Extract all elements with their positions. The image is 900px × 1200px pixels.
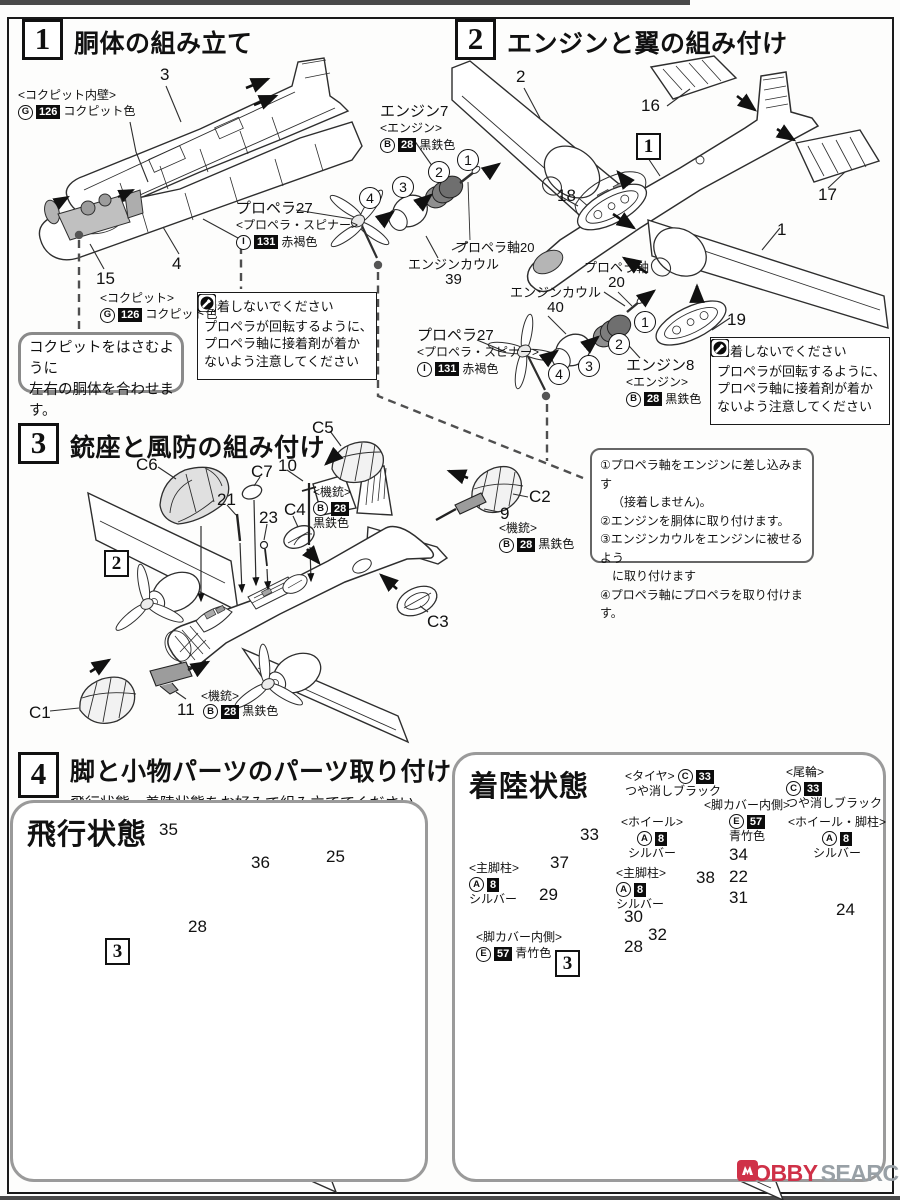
- part-label: 32: [648, 925, 667, 944]
- part-label: 31: [729, 888, 748, 907]
- part-label: 28: [624, 937, 643, 956]
- landing-state-box: 着陸状態: [452, 752, 886, 1182]
- hobby-search-icon: [737, 1160, 758, 1181]
- section-3-header: 3 銃座と風防の組み付け: [18, 423, 325, 464]
- part-label: C5: [312, 418, 334, 437]
- cockpit-note: コクピットをはさむように 左右の胴体を合わせます。: [18, 332, 184, 419]
- step-number-circle: 2: [608, 333, 630, 355]
- part-label: 29: [539, 885, 558, 904]
- part-label: 11: [177, 700, 195, 719]
- part-label: C4: [284, 500, 306, 519]
- hobby-search-logo: HOBBYSEARCH: [737, 1160, 900, 1186]
- prop-note-icon: [711, 339, 729, 357]
- step-number-circle: 4: [359, 187, 381, 209]
- assembly-ref-box: 2: [104, 550, 129, 577]
- part-label: 18: [557, 186, 576, 205]
- part-label: C3: [427, 612, 449, 631]
- step-number-circle: 3: [392, 176, 414, 198]
- section-4-number: 4: [18, 752, 59, 798]
- assembly-ref-box: 1: [636, 133, 661, 160]
- part-label: 23: [259, 508, 278, 527]
- part-label: 36: [251, 853, 270, 872]
- prop-note-text: プロペラが回転するように、 プロペラ軸に接着剤が着か ないよう注意してください: [204, 318, 373, 369]
- part-label: 10: [278, 456, 297, 475]
- part-label: 34: [729, 845, 748, 864]
- landing-state-title: 着陸状態: [469, 771, 590, 803]
- part-label: 16: [641, 96, 660, 115]
- part-label: 28: [188, 917, 207, 936]
- no-glue-text: 接着しないでください: [204, 299, 334, 314]
- part-label: 37: [550, 853, 569, 872]
- part-label: 19: [727, 310, 746, 329]
- step-number-circle: 2: [428, 161, 450, 183]
- step-number-circle: 3: [578, 355, 600, 377]
- flight-state-box: 飛行状態: [10, 800, 428, 1182]
- assembly-ref-box: 3: [105, 938, 130, 965]
- part-label: 21: [217, 490, 236, 509]
- flight-state-title: 飛行状態: [27, 819, 148, 851]
- section-2-header: 2 エンジンと翼の組み付け: [455, 19, 788, 60]
- section-1-title: 胴体の組み立て: [74, 30, 253, 58]
- part-label: 22: [729, 867, 748, 886]
- part-label: 4: [172, 254, 182, 273]
- part-label: C6: [136, 455, 158, 474]
- step-number-circle: 4: [548, 363, 570, 385]
- part-label: 24: [836, 900, 855, 919]
- section-1-number: 1: [22, 19, 63, 60]
- part-label: 33: [580, 825, 599, 844]
- assembly-ref-box: 3: [555, 950, 580, 977]
- section-2-number: 2: [455, 19, 496, 60]
- part-label: C1: [29, 703, 51, 722]
- section-4-title: 脚と小物パーツのパーツ取り付け: [70, 758, 452, 786]
- part-label: 35: [159, 820, 178, 839]
- part-label: 2: [516, 67, 526, 86]
- part-label: プロペラ軸20: [455, 240, 535, 255]
- part-label: 1: [777, 220, 787, 239]
- sheet-border: [7, 17, 894, 1194]
- section-3-title: 銃座と風防の組み付け: [70, 434, 326, 462]
- part-label: 15: [96, 269, 115, 288]
- part-label: 9: [500, 504, 510, 523]
- step-number-circle: 1: [634, 311, 656, 333]
- assembly-steps-box: ①プロペラ軸をエンジンに差し込みます （接着しません)。 ②エンジンを胴体に取り…: [590, 448, 814, 620]
- prop-note-icon: [198, 294, 216, 312]
- part-label: 25: [326, 847, 345, 866]
- part-label: C7: [251, 462, 273, 481]
- part-label: 3: [160, 65, 170, 84]
- part-label: 30: [624, 907, 643, 926]
- section-1-header: 1 胴体の組み立て: [22, 19, 253, 60]
- step-number-circle: 1: [457, 149, 479, 171]
- warning-box-2: x 接着しないでください プロペラが回転するように、 プロペラ軸に接着剤が着か …: [710, 337, 890, 425]
- part-label: C2: [529, 487, 551, 506]
- section-2-title: エンジンと翼の組み付け: [507, 30, 788, 58]
- section-3-number: 3: [18, 423, 59, 464]
- warning-box-1: x 接着しないでください プロペラが回転するように、 プロペラ軸に接着剤が着か …: [197, 292, 377, 380]
- paint-callout: <機銃>: [201, 689, 240, 703]
- scan-bar-bottom: [0, 1196, 900, 1200]
- scan-bar-top: [0, 0, 690, 5]
- part-label: 38: [696, 868, 715, 887]
- part-label: 17: [818, 185, 837, 204]
